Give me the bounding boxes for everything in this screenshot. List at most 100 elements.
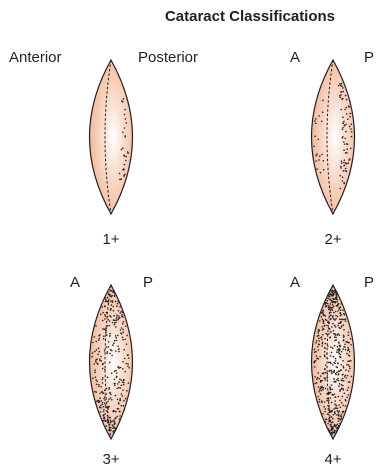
opacity-dot [102,363,104,365]
opacity-dot [338,396,340,398]
opacity-dot [349,366,351,368]
opacity-dot [343,91,345,93]
opacity-dot [334,412,336,414]
opacity-dot [322,342,324,344]
opacity-dot [335,374,337,376]
opacity-dot [336,414,338,416]
opacity-dot [124,114,126,116]
opacity-dot [344,165,346,167]
opacity-dot [344,344,346,346]
opacity-dot [332,418,334,420]
opacity-dot [102,392,104,394]
opacity-dot [347,162,349,164]
opacity-dot [347,119,349,121]
opacity-dot [325,343,327,345]
opacity-dot [107,377,109,379]
opacity-dot [340,314,342,316]
opacity-dot [124,135,126,137]
opacity-dot [314,360,316,362]
opacity-dot [340,97,342,99]
opacity-dot [338,413,340,415]
opacity-dot [111,295,113,297]
opacity-dot [329,432,331,434]
opacity-dot [117,408,119,410]
opacity-dot [333,414,335,416]
opacity-dot [106,312,108,314]
opacity-dot [102,368,104,370]
label-a-2: A [290,49,300,66]
opacity-dot [350,338,352,340]
opacity-dot [103,338,105,340]
opacity-dot [343,141,345,143]
opacity-dot [105,404,107,406]
opacity-dot [320,172,322,174]
opacity-dot [342,366,344,368]
opacity-dot [314,136,316,138]
opacity-dot [342,136,344,138]
opacity-dot [327,300,329,302]
grade-label-2: 2+ [324,231,341,248]
opacity-dot [121,333,123,335]
opacity-dot [110,427,112,429]
opacity-dot [105,406,107,408]
opacity-dot [344,143,346,145]
opacity-dot [336,430,338,432]
opacity-dot [321,380,323,382]
opacity-dot [123,379,125,381]
opacity-dot [340,328,342,330]
opacity-dot [350,148,352,150]
opacity-dot [107,297,109,299]
opacity-dot [122,337,124,339]
opacity-dot [124,174,126,176]
opacity-dot [96,349,98,351]
opacity-dot [323,372,325,374]
opacity-dot [331,307,333,309]
label-anterior: Anterior [9,49,62,66]
opacity-dot [111,355,113,357]
opacity-dot [116,320,118,322]
opacity-dot [319,401,321,403]
opacity-dot [112,431,114,433]
opacity-dot [115,335,117,337]
opacity-dot [346,364,348,366]
opacity-dot [325,372,327,374]
opacity-dot [121,311,123,313]
opacity-dot [104,402,106,404]
opacity-dot [104,297,106,299]
opacity-dot [334,319,336,321]
opacity-dot [331,389,333,391]
opacity-dot [325,378,327,380]
opacity-dot [123,382,125,384]
opacity-dot [121,316,123,318]
opacity-dot [329,296,331,298]
opacity-dot [347,347,349,349]
opacity-dot [102,379,104,381]
opacity-dot [325,319,327,321]
label-p-4: P [364,274,374,291]
opacity-dot [318,391,320,393]
opacity-dot [103,398,105,400]
opacity-dot [330,336,332,338]
opacity-dot [328,322,330,324]
opacity-dot [121,405,123,407]
opacity-dot [127,354,129,356]
opacity-dot [107,415,109,417]
opacity-dot [104,318,106,320]
opacity-dot [107,319,109,321]
opacity-dot [125,326,127,328]
opacity-dot [123,405,125,407]
opacity-dot [316,153,318,155]
opacity-dot [112,322,114,324]
opacity-dot [115,326,117,328]
opacity-dot [330,429,332,431]
opacity-dot [340,109,342,111]
opacity-dot [332,428,334,430]
opacity-dot [122,323,124,325]
opacity-dot [103,328,105,330]
opacity-dot [114,430,116,432]
opacity-dot [330,397,332,399]
opacity-dot [335,396,337,398]
opacity-dot [104,396,106,398]
opacity-dot [337,310,339,312]
opacity-dot [95,376,97,378]
